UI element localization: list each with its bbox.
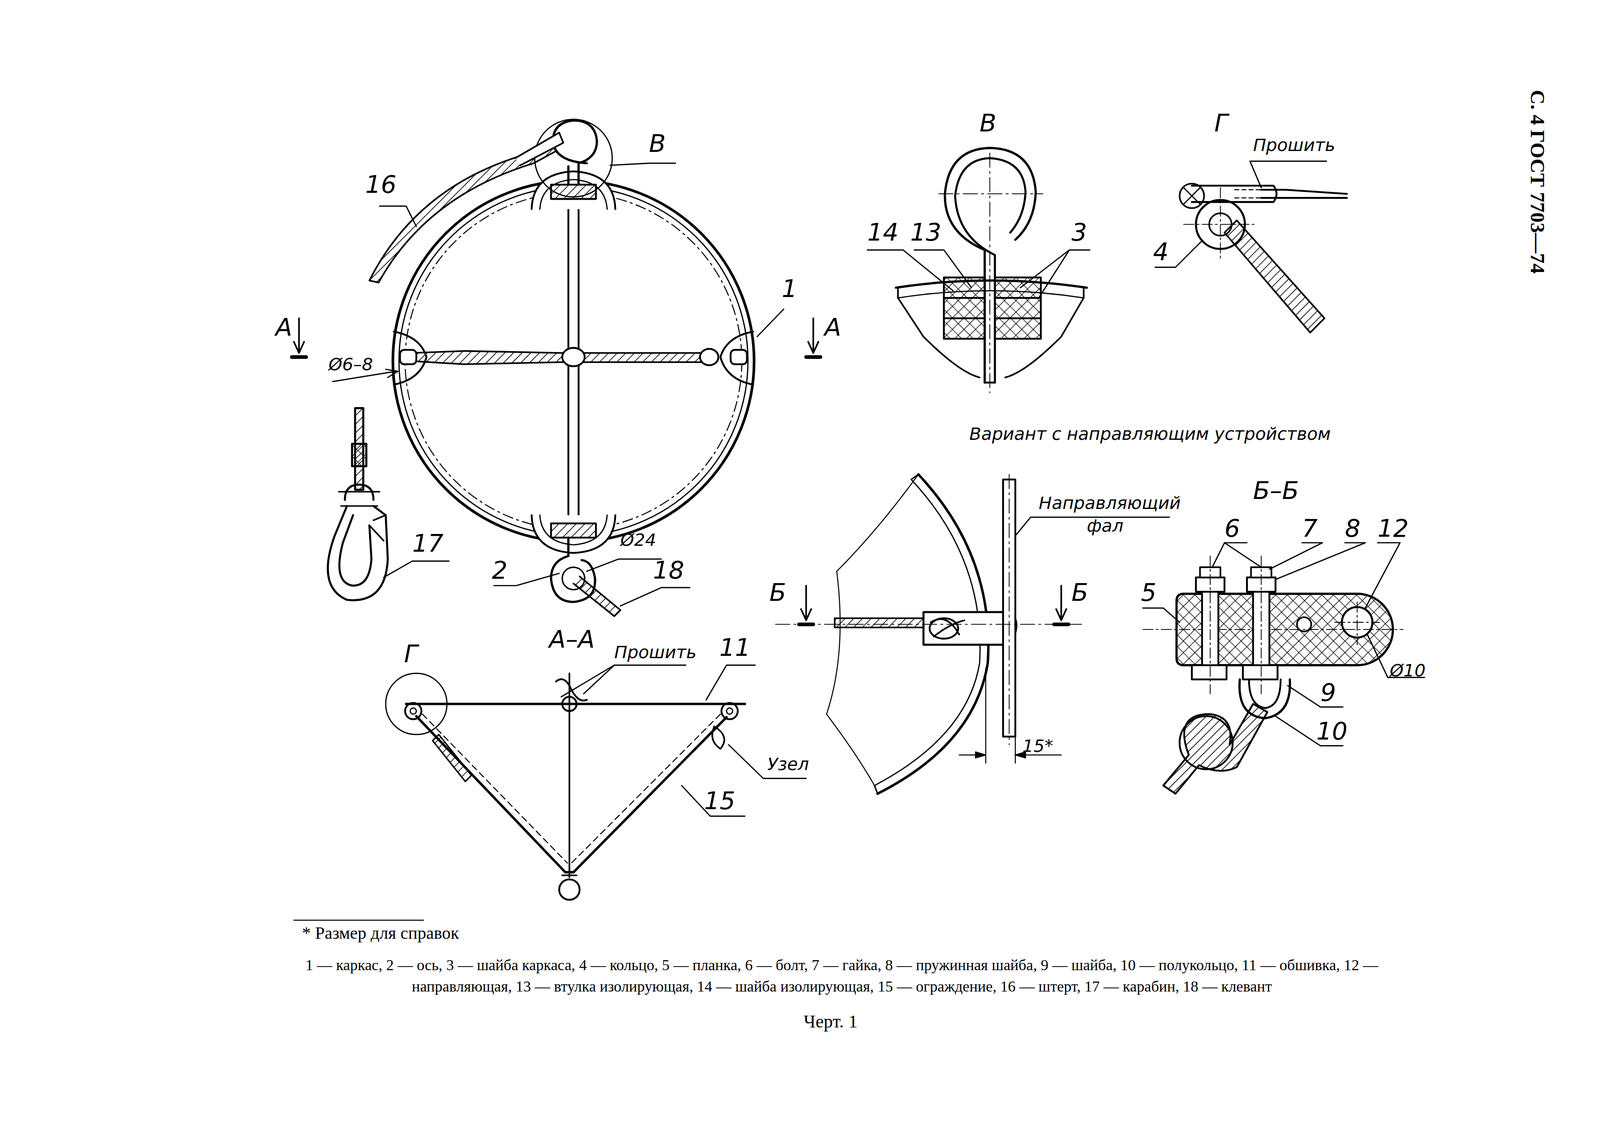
callout-number: 11 <box>719 634 751 662</box>
callout-number: 18 <box>653 557 685 585</box>
dimension: Ø6–8 <box>328 355 374 375</box>
view-label: Г <box>403 641 418 668</box>
callout-number: 1 <box>781 275 798 303</box>
carabiner <box>328 408 389 601</box>
callout-number: 12 <box>1377 515 1409 543</box>
callout-number: 4 <box>1153 238 1169 266</box>
view-label: В <box>649 130 667 158</box>
view-label: В <box>979 110 997 137</box>
dimension: Ø10 <box>1389 661 1426 681</box>
detail-view-g <box>1179 183 1348 333</box>
view-label: Г <box>1214 110 1228 137</box>
footnote-rule <box>293 919 424 921</box>
section-title: А–А <box>549 626 596 654</box>
guide-variant-view <box>775 474 1082 794</box>
note: Узел <box>767 755 809 775</box>
section-mark: Б <box>769 579 787 607</box>
leader-lines <box>1142 542 1425 746</box>
part-label: Направляющий фал <box>1038 491 1172 537</box>
leader-lines <box>561 665 807 817</box>
callout-number: 6 <box>1224 515 1241 543</box>
note: Прошить <box>1252 135 1336 155</box>
main-view <box>291 119 821 616</box>
parts-list: 1 — каркас, 2 — ось, 3 — шайба каркаса, … <box>260 954 1424 998</box>
callout-number: 2 <box>491 557 508 585</box>
callout-number: 16 <box>365 171 397 199</box>
callout-number: 17 <box>412 530 444 558</box>
callout-number: 3 <box>1071 219 1087 247</box>
callout-number: 10 <box>1316 718 1348 746</box>
callout-number: 15 <box>704 787 736 815</box>
callout-number: 5 <box>1140 579 1157 607</box>
variant-heading: Вариант с направляющим устройством <box>969 424 1331 444</box>
section-mark: Б <box>1071 579 1089 607</box>
callout-number: 13 <box>910 219 942 247</box>
note: Прошить <box>614 642 697 662</box>
section-mark: А <box>275 314 293 342</box>
leader-lines <box>1155 161 1327 268</box>
callout-number: 14 <box>867 219 899 247</box>
dimension: Ø24 <box>620 530 657 550</box>
page-header: С. 4 ГОСТ 7703—74 <box>1526 89 1550 274</box>
figure-caption: Черт. 1 <box>803 1012 858 1033</box>
callout-number: 9 <box>1320 679 1336 707</box>
section-title: Б–Б <box>1252 477 1299 505</box>
detail-view-b <box>895 147 1087 393</box>
section-mark: А <box>824 314 842 342</box>
leader-lines <box>867 250 1091 298</box>
section-b-b <box>1142 555 1404 794</box>
callout-number: 7 <box>1302 515 1318 543</box>
footnote: * Размер для справок <box>302 924 460 944</box>
dimension: 15* <box>1022 736 1054 756</box>
section-a-a <box>385 673 746 900</box>
callout-number: 8 <box>1344 515 1361 543</box>
leader-lines <box>332 163 784 606</box>
